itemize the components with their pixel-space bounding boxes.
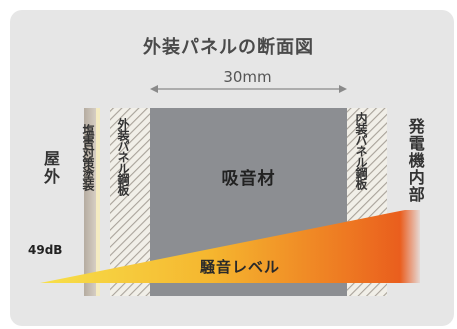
inner-steel-label: 内装パネル鋼板: [354, 112, 368, 189]
coating-label: 塩害対策塗装: [81, 124, 95, 190]
noise-level-wedge: [40, 210, 420, 283]
dimension-label: 30mm: [223, 68, 272, 86]
absorber-label: 吸音材: [221, 169, 276, 189]
outer-steel-label: 外装パネル鋼板: [116, 118, 130, 195]
noise-level-label: 騒音レベル: [200, 258, 281, 276]
outside-label: 屋外: [41, 150, 60, 186]
coating-layer: [84, 108, 96, 296]
decibel-label: 49dB: [28, 243, 63, 257]
coating-highlight: [96, 108, 100, 296]
noise-wedge-fade: [400, 205, 422, 287]
diagram-title: 外装パネルの断面図: [143, 37, 314, 58]
dimension-arrow-icon: [150, 85, 347, 93]
generator-interior-label: 発電機内部: [405, 118, 425, 203]
